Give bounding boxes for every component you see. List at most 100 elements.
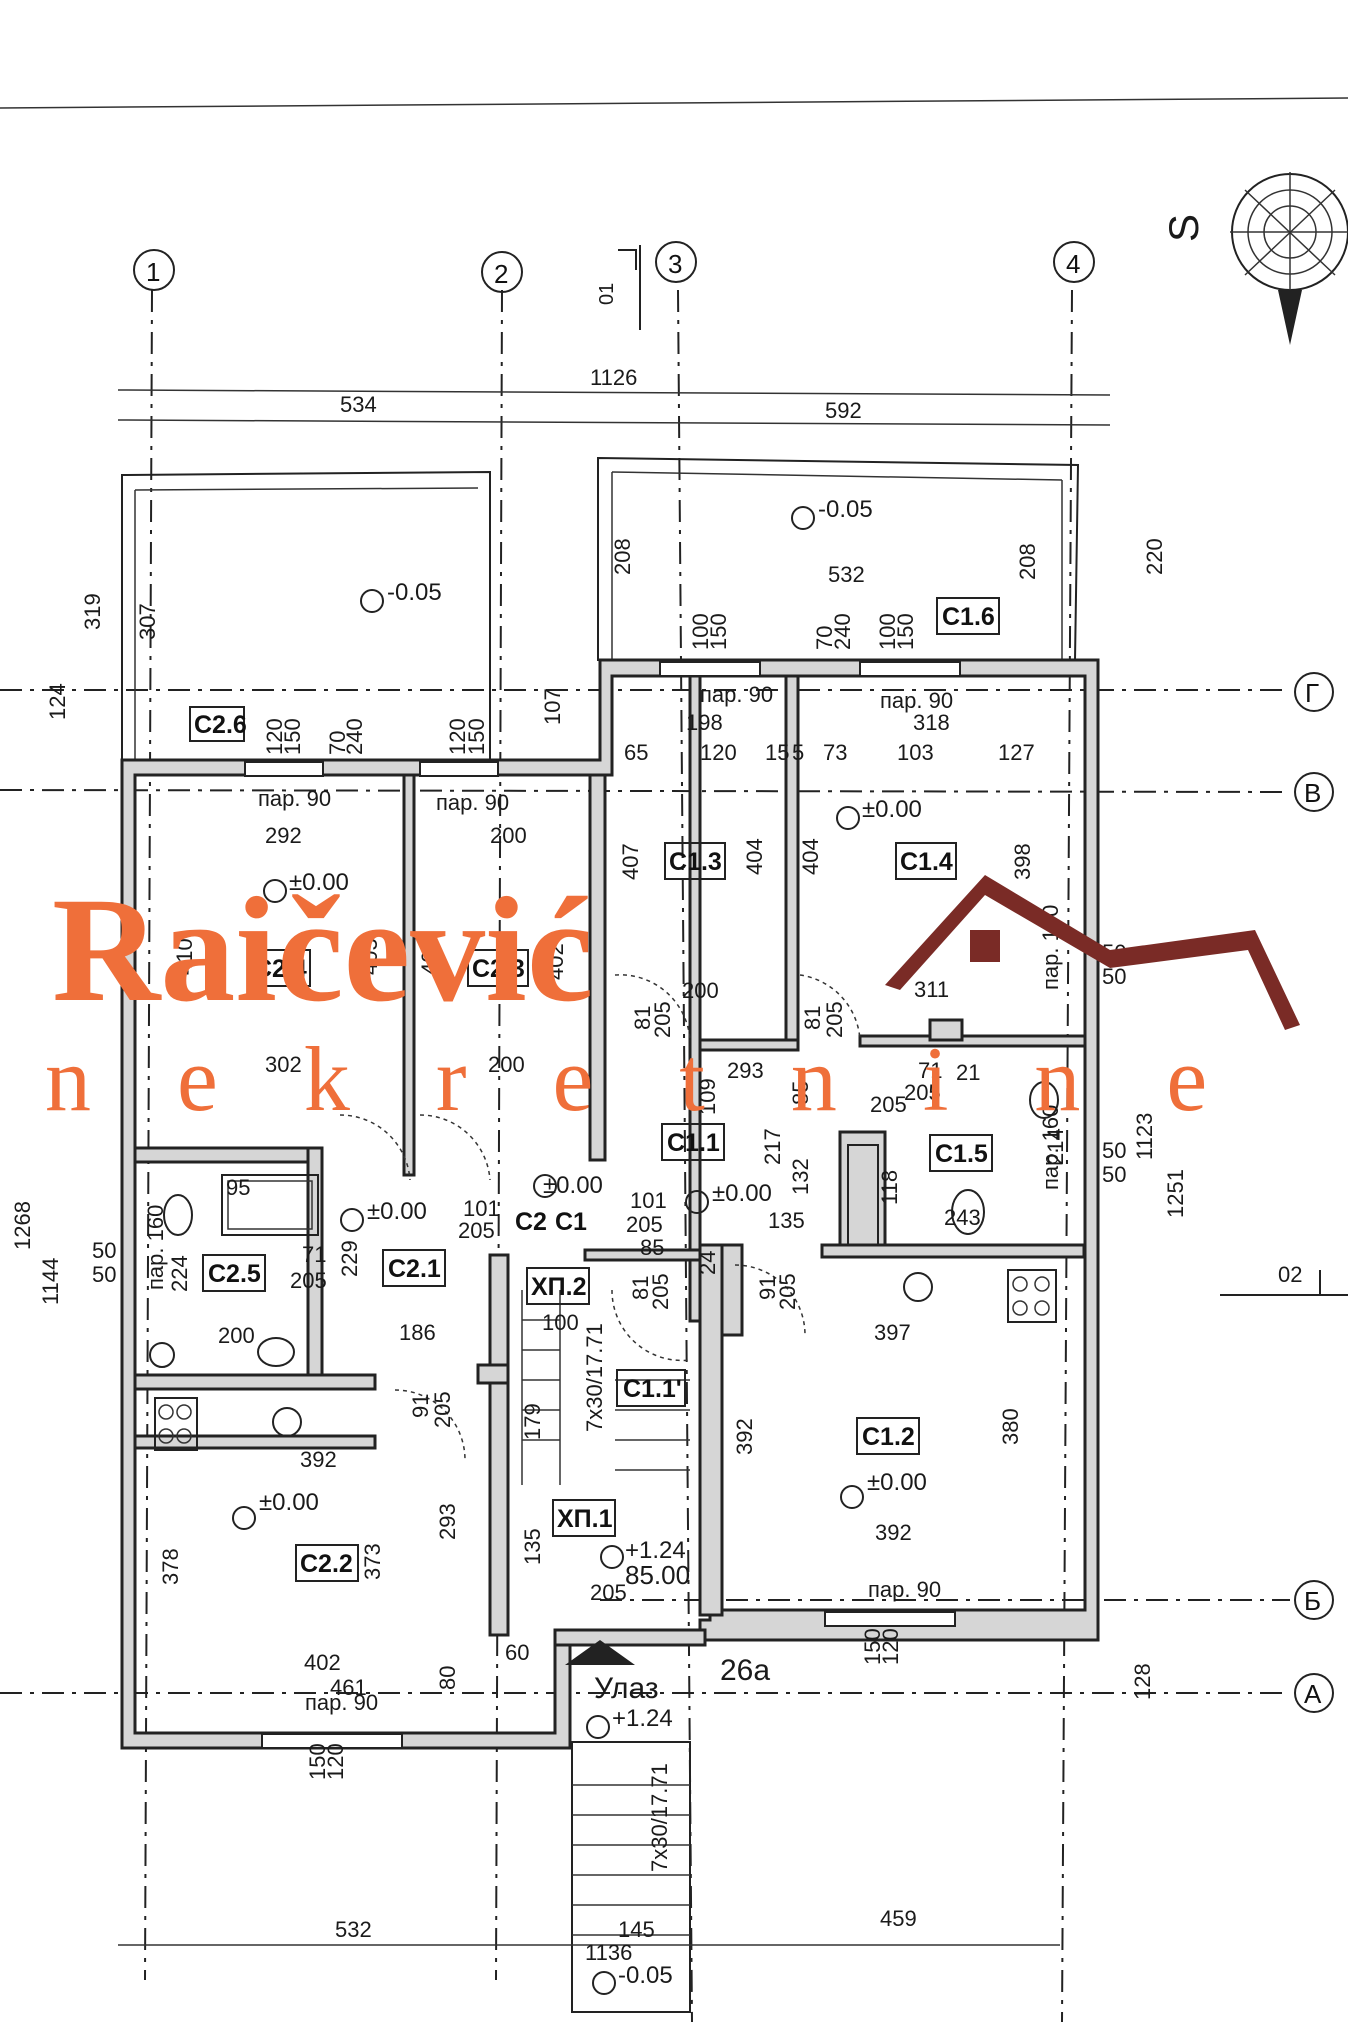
svg-text:101: 101 bbox=[463, 1196, 500, 1221]
svg-text:100: 100 bbox=[542, 1310, 579, 1335]
svg-text:1144: 1144 bbox=[38, 1258, 63, 1305]
svg-text:319: 319 bbox=[80, 593, 105, 630]
svg-text:-0.05: -0.05 bbox=[818, 496, 873, 523]
svg-text:50: 50 bbox=[1102, 1162, 1126, 1187]
svg-text:392: 392 bbox=[732, 1418, 757, 1455]
room-xp-1: ХП.1 bbox=[557, 1505, 613, 1533]
room-c1-1: C1.1 bbox=[667, 1129, 720, 1157]
svg-text:71: 71 bbox=[918, 1058, 942, 1083]
svg-text:205: 205 bbox=[904, 1080, 941, 1105]
stairs-entrance: 7x30/17.71 bbox=[571, 1741, 691, 2013]
svg-text:532: 532 bbox=[335, 1917, 372, 1942]
svg-text:205: 205 bbox=[290, 1268, 327, 1293]
svg-text:404: 404 bbox=[742, 838, 767, 875]
svg-text:60: 60 bbox=[505, 1640, 529, 1665]
svg-text:205: 205 bbox=[775, 1273, 800, 1310]
room-c2-3: C2.3 bbox=[472, 955, 525, 983]
svg-text:534: 534 bbox=[340, 392, 377, 417]
svg-text:1123: 1123 bbox=[1132, 1113, 1157, 1160]
svg-text:135: 135 bbox=[520, 1528, 545, 1565]
svg-text:1136: 1136 bbox=[585, 1940, 632, 1965]
axis-v: В bbox=[1304, 778, 1321, 808]
level-markers: -0.05 -0.05 ±0.00 ±0.00 ±0.00 ±0.00 ±0.0… bbox=[232, 496, 927, 1995]
svg-text:410: 410 bbox=[172, 938, 197, 975]
svg-text:220: 220 bbox=[1142, 538, 1167, 575]
room-c1-3: C1.3 bbox=[669, 848, 722, 876]
svg-text:224: 224 bbox=[167, 1255, 192, 1292]
dimension-labels: 532 208 208 220 319 307 124 107 120 150 … bbox=[10, 538, 1188, 1965]
svg-text:293: 293 bbox=[435, 1503, 460, 1540]
house-number: 26a bbox=[720, 1654, 770, 1687]
svg-text:95: 95 bbox=[226, 1175, 250, 1200]
top-dimensions: 1126 534 592 bbox=[117, 365, 1111, 426]
svg-text:205: 205 bbox=[430, 1391, 455, 1428]
svg-text:120: 120 bbox=[262, 718, 287, 755]
room-xp-2: ХП.2 bbox=[531, 1273, 587, 1301]
svg-text:±0.00: ±0.00 bbox=[367, 1198, 427, 1225]
svg-text:217: 217 bbox=[760, 1128, 785, 1165]
svg-text:127: 127 bbox=[998, 740, 1035, 765]
svg-text:135: 135 bbox=[768, 1208, 805, 1233]
svg-text:459: 459 bbox=[880, 1906, 917, 1931]
svg-text:292: 292 bbox=[265, 823, 302, 848]
svg-text:109: 109 bbox=[695, 1078, 720, 1115]
svg-text:200: 200 bbox=[218, 1323, 255, 1348]
svg-text:50: 50 bbox=[92, 1238, 116, 1263]
svg-text:пар. 160: пар. 160 bbox=[1038, 1105, 1063, 1190]
svg-text:80: 80 bbox=[435, 1666, 460, 1690]
axis-a: А bbox=[1304, 1679, 1322, 1709]
watermark: Raičević nekretnine bbox=[45, 867, 1300, 1130]
svg-text:101: 101 bbox=[630, 1188, 667, 1213]
svg-text:200: 200 bbox=[488, 1052, 525, 1077]
svg-text:70: 70 bbox=[812, 626, 837, 650]
svg-text:205: 205 bbox=[870, 1092, 907, 1117]
room-c2-2: C2.2 bbox=[300, 1550, 353, 1578]
svg-text:81: 81 bbox=[630, 1006, 655, 1030]
svg-text:307: 307 bbox=[135, 603, 160, 640]
room-c1-1-prime: C1.1' bbox=[623, 1375, 682, 1403]
svg-text:пар. 90: пар. 90 bbox=[305, 1690, 378, 1715]
watermark-title: Raičević bbox=[52, 867, 593, 1033]
svg-text:120: 120 bbox=[878, 1628, 903, 1665]
svg-text:205: 205 bbox=[458, 1218, 495, 1243]
compass-letter: S bbox=[1160, 214, 1207, 242]
svg-text:229: 229 bbox=[337, 1240, 362, 1277]
svg-text:214: 214 bbox=[1043, 1128, 1068, 1165]
svg-text:205: 205 bbox=[648, 1273, 673, 1310]
entrance-elevation: 85.00 bbox=[625, 1560, 690, 1590]
svg-text:120: 120 bbox=[700, 740, 737, 765]
svg-text:+1.24: +1.24 bbox=[612, 1705, 673, 1732]
stairs-internal: 7x30/17.71 bbox=[521, 1290, 690, 1485]
svg-text:65: 65 bbox=[624, 740, 648, 765]
svg-text:пар. 90: пар. 90 bbox=[700, 682, 773, 707]
svg-text:405: 405 bbox=[417, 938, 442, 975]
svg-text:200: 200 bbox=[682, 978, 719, 1003]
svg-text:380: 380 bbox=[998, 1408, 1023, 1445]
svg-text:91: 91 bbox=[755, 1276, 780, 1300]
watermark-subtitle: nekretnine bbox=[45, 1028, 1293, 1130]
svg-text:±0.00: ±0.00 bbox=[259, 1489, 319, 1516]
svg-text:-0.05: -0.05 bbox=[618, 1962, 673, 1989]
svg-text:пар. 90: пар. 90 bbox=[258, 786, 331, 811]
svg-text:150: 150 bbox=[706, 613, 731, 650]
svg-text:205: 205 bbox=[822, 1001, 847, 1038]
entrance-arrow bbox=[565, 1640, 635, 1665]
room-c2-6: C2.6 bbox=[194, 711, 247, 739]
svg-text:128: 128 bbox=[1130, 1663, 1155, 1700]
svg-text:397: 397 bbox=[874, 1320, 911, 1345]
svg-text:392: 392 bbox=[300, 1447, 337, 1472]
svg-text:150: 150 bbox=[893, 613, 918, 650]
svg-text:±0.00: ±0.00 bbox=[862, 796, 922, 823]
svg-text:73: 73 bbox=[823, 740, 847, 765]
section-mark-01: 01 bbox=[596, 245, 641, 330]
svg-text:91: 91 bbox=[408, 1394, 433, 1418]
room-labels: C2.6 C2.4 C2.3 C1.3 C1.4 C1.6 C1.1 C1.5 … bbox=[189, 597, 1000, 1582]
svg-text:7x30/17.71: 7x30/17.71 bbox=[582, 1323, 607, 1432]
svg-text:±0.00: ±0.00 bbox=[543, 1172, 603, 1199]
svg-text:70: 70 bbox=[325, 731, 350, 755]
svg-text:пар. 160: пар. 160 bbox=[143, 1205, 168, 1290]
svg-text:21: 21 bbox=[956, 1060, 980, 1085]
svg-text:592: 592 bbox=[825, 398, 862, 423]
svg-text:85: 85 bbox=[640, 1235, 664, 1260]
svg-text:378: 378 bbox=[158, 1548, 183, 1585]
